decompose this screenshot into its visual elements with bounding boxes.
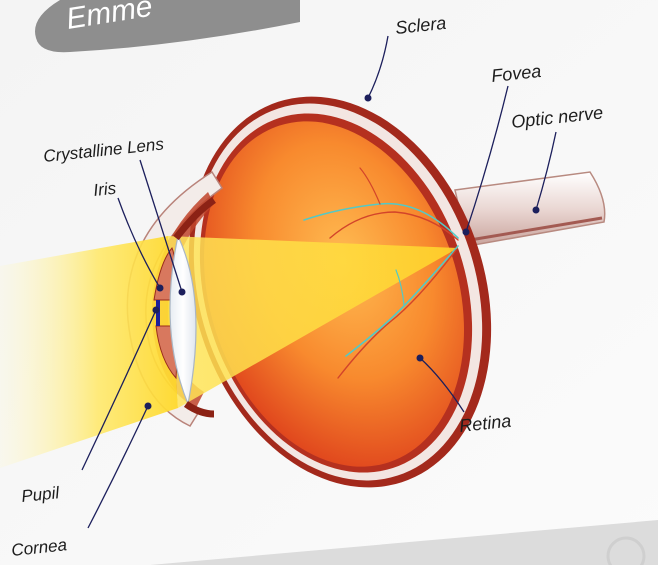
pupil-label: Pupil xyxy=(20,483,61,506)
iris-label: Iris xyxy=(92,179,117,200)
